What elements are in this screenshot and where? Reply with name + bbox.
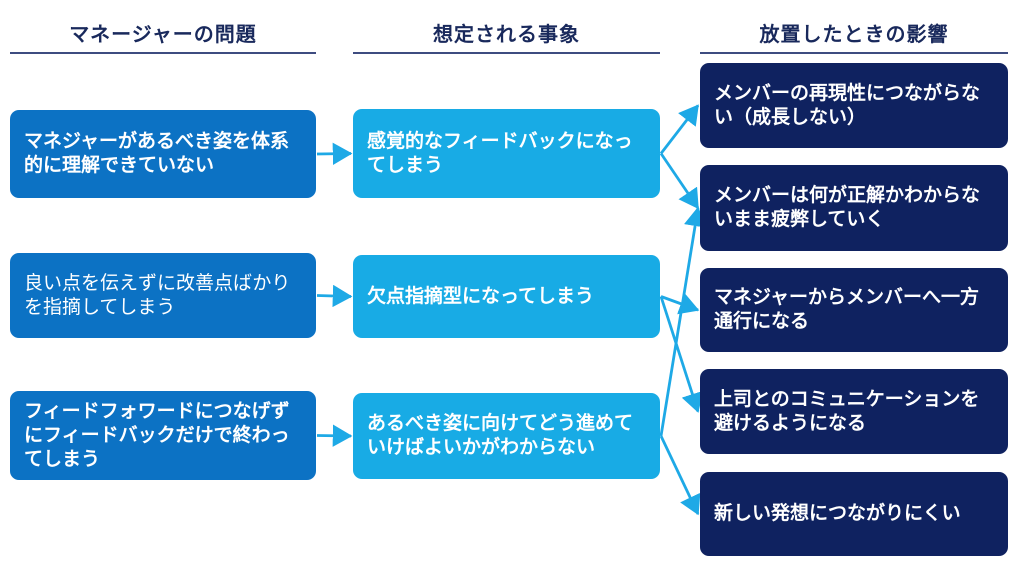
header-underline-problems (10, 52, 316, 54)
arrow-event-2-to-impact-4 (659, 296, 704, 413)
impact-box-1-label: メンバーの再現性につながらない（成長しない） (714, 82, 981, 128)
problem-box-3: フィードフォワードにつなげずにフィードバックだけで終わってしまう (10, 391, 316, 480)
impact-box-5: 新しい発想につながりにくい (700, 472, 1008, 556)
header-underline-impacts (700, 52, 1008, 54)
arrow-problem-2-to-event-2 (316, 284, 353, 308)
arrow-event-3-to-impact-5 (659, 435, 701, 516)
impact-box-5-label: 新しい発想につながりにくい (714, 503, 961, 524)
event-box-1-label: 感覚的なフィードバックになってしまう (367, 130, 633, 176)
arrow-problem-1-to-event-1 (316, 142, 353, 165)
event-box-2-label: 欠点指摘型になってしまう (367, 285, 595, 307)
impact-box-4: 上司とのコミュニケーションを避けるようになる (700, 369, 1008, 454)
impact-box-4-label: 上司とのコミュニケーションを避けるようになる (714, 388, 980, 434)
impact-box-3-label: マネジャーからメンバーへ一方通行になる (714, 287, 980, 332)
impact-box-2-label: メンバーは何が正解かわからないまま疲弊していく (714, 185, 981, 230)
header-underline-events (353, 52, 660, 54)
arrow-event-1-to-impact-1 (659, 104, 700, 155)
event-box-1: 感覚的なフィードバックになってしまう (353, 109, 660, 198)
problem-box-3-label: フィードフォワードにつなげずにフィードバックだけで終わってしまう (24, 400, 290, 470)
problem-box-2: 良い点を伝えずに改善点ばかりを指摘してしまう (10, 253, 316, 338)
problem-box-2-label: 良い点を伝えずに改善点ばかりを指摘してしまう (24, 272, 291, 318)
impact-box-3: マネジャーからメンバーへ一方通行になる (700, 268, 1008, 352)
column-header-events: 想定される事象 (433, 24, 580, 46)
arrow-event-1-to-impact-2 (659, 152, 700, 210)
event-box-3: あるべき姿に向けてどう進めていけばよいかがわからない (353, 393, 660, 479)
event-box-2: 欠点指摘型になってしまう (353, 255, 660, 338)
impact-box-2: メンバーは何が正解かわからないまま疲弊していく (700, 165, 1008, 251)
problem-box-1: マネジャーがあるべき姿を体系的に理解できていない (10, 110, 316, 198)
column-header-impacts: 放置したときの影響 (759, 24, 949, 46)
event-box-3-label: あるべき姿に向けてどう進めていけばよいかがわからない (367, 413, 634, 458)
arrow-event-2-to-impact-3 (660, 293, 700, 315)
arrow-event-3-to-impact-2 (659, 206, 707, 437)
arrow-problem-3-to-event-3 (316, 424, 353, 447)
impact-box-1: メンバーの再現性につながらない（成長しない） (700, 63, 1008, 148)
column-header-problems: マネージャーの問題 (69, 24, 257, 46)
problem-box-1-label: マネジャーがあるべき姿を体系的に理解できていない (24, 131, 290, 176)
